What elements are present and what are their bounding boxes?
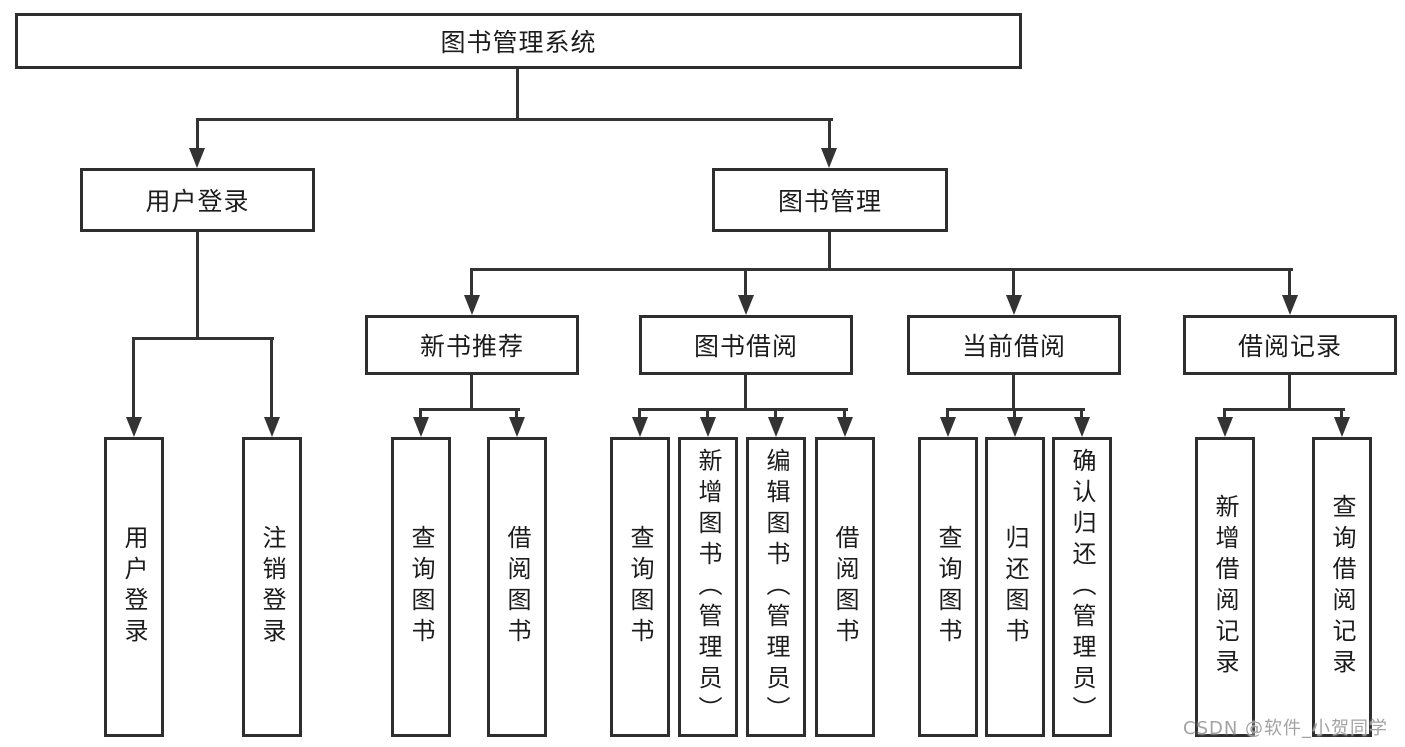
arrowhead-borrowing-leaf1: [632, 417, 648, 437]
arrowhead-records-leaf1: [1217, 417, 1233, 437]
leaf-borrowing-add-books-admin: 新增图书（管理员）: [678, 437, 738, 737]
connector-borrowing-leaf4-drop: [843, 408, 846, 420]
leaf-borrowing-query-books: 查询图书: [610, 437, 670, 737]
connector-root-stem: [516, 69, 519, 121]
connector-section4-drop: [1288, 268, 1291, 297]
arrowhead-login-leaf2: [264, 417, 280, 437]
arrowhead-current-leaf2: [1007, 417, 1023, 437]
arrowhead-section2: [738, 295, 754, 315]
leaf-current-confirm-return-admin: 确认归还（管理员）: [1052, 437, 1112, 737]
arrowhead-user-login: [189, 148, 205, 168]
connector-records-stem: [1288, 375, 1291, 411]
leaf-records-add-record: 新增借阅记录: [1195, 437, 1255, 737]
connector-recommend-rail: [419, 408, 520, 411]
node-user-login: 用户登录: [80, 168, 315, 232]
leaf-records-query-record: 查询借阅记录: [1312, 437, 1372, 737]
leaf-borrowing-edit-books-admin: 编辑图书（管理员）: [746, 437, 806, 737]
arrowhead-section3: [1006, 295, 1022, 315]
connector-recommend-leaf2-drop: [515, 408, 518, 420]
connector-section2-drop: [744, 268, 747, 297]
connector-current-leaf2-drop: [1013, 408, 1016, 420]
connector-user-login-rail: [132, 337, 274, 340]
arrowhead-records-leaf2: [1334, 417, 1350, 437]
arrowhead-book-management: [821, 148, 837, 168]
leaf-user-login: 用户登录: [104, 437, 164, 737]
leaf-current-return-books: 归还图书: [985, 437, 1045, 737]
connector-section3-drop: [1012, 268, 1015, 297]
connector-user-login-stem: [196, 232, 199, 340]
connector-records-rail: [1223, 408, 1345, 411]
leaf-current-query-books: 查询图书: [918, 437, 978, 737]
arrowhead-login-leaf1: [126, 417, 142, 437]
connector-current-leaf3-drop: [1080, 408, 1083, 420]
connector-borrowing-leaf3-drop: [774, 408, 777, 420]
connector-borrowing-leaf2-drop: [706, 408, 709, 420]
node-borrowing-records: 借阅记录: [1183, 315, 1397, 375]
connector-recommend-stem: [470, 375, 473, 411]
connector-login-leaf2-drop: [270, 337, 273, 419]
connector-records-leaf1-drop: [1223, 408, 1226, 420]
leaf-recommend-query-books: 查询图书: [391, 437, 451, 737]
leaf-logout: 注销登录: [242, 437, 302, 737]
connector-login-leaf1-drop: [132, 337, 135, 419]
node-new-book-recommend: 新书推荐: [365, 315, 579, 375]
connector-book-management-drop: [828, 118, 831, 150]
arrowhead-current-leaf3: [1074, 417, 1090, 437]
arrowhead-borrowing-leaf2: [700, 417, 716, 437]
leaf-borrowing-borrow-books: 借阅图书: [815, 437, 875, 737]
node-root: 图书管理系统: [15, 13, 1022, 69]
connector-recommend-leaf1-drop: [419, 408, 422, 420]
connector-borrowing-rail: [638, 408, 848, 411]
connector-user-login-drop: [196, 118, 199, 150]
arrowhead-recommend-leaf1: [413, 417, 429, 437]
arrowhead-section4: [1282, 295, 1298, 315]
connector-borrowing-leaf1-drop: [638, 408, 641, 420]
connector-book-management-stem: [828, 232, 831, 271]
arrowhead-section1: [464, 295, 480, 315]
connector-borrowing-stem: [744, 375, 747, 411]
arrowhead-borrowing-leaf4: [837, 417, 853, 437]
connector-root-rail: [196, 118, 833, 121]
leaf-recommend-borrow-books: 借阅图书: [487, 437, 547, 737]
arrowhead-current-leaf1: [940, 417, 956, 437]
connector-sections-rail: [471, 268, 1293, 271]
csdn-watermark: CSDN @软件_小贺同学: [1183, 718, 1389, 739]
node-book-borrowing: 图书借阅: [639, 315, 853, 375]
arrowhead-borrowing-leaf3: [768, 417, 784, 437]
connector-records-leaf2-drop: [1340, 408, 1343, 420]
node-current-borrowing: 当前借阅: [907, 315, 1121, 375]
node-book-management: 图书管理: [712, 168, 948, 232]
arrowhead-recommend-leaf2: [509, 417, 525, 437]
connector-current-leaf1-drop: [946, 408, 949, 420]
connector-current-stem: [1012, 375, 1015, 411]
connector-section1-drop: [470, 268, 473, 297]
